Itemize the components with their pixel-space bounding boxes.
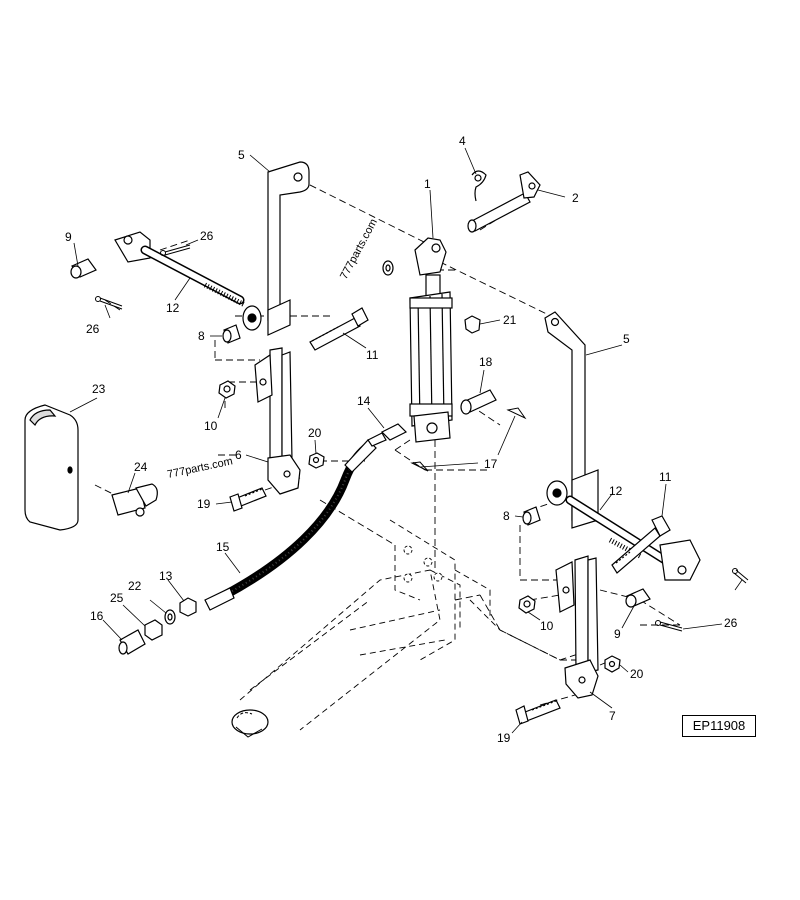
callouts: 1 2 4 5 5 6 7 8 8 9 9 10 10 11 11 12 12 … [65,134,738,745]
bracket-24 [111,483,158,517]
plug-21 [464,315,481,334]
callout-23: 23 [92,382,106,396]
callout-4: 4 [459,134,466,148]
leader-lines [69,147,743,734]
callout-19-right: 19 [497,731,511,745]
callout-13: 13 [159,569,173,583]
bolt-right [611,515,671,574]
cotter-pin-left-bottom [95,296,123,310]
callout-24: 24 [134,460,148,474]
callout-21: 21 [503,313,517,327]
nut-20-right [604,655,621,673]
callout-19-left: 19 [197,497,211,511]
pivot-pin [467,171,541,233]
callout-20-right: 20 [630,667,644,681]
lock-nut-left [218,380,236,399]
callout-20-left: 20 [308,426,322,440]
lower-link-left [254,347,301,495]
spring-clip [471,170,487,202]
callout-26-left-bottom: 26 [86,322,100,336]
bushing-right [522,506,541,526]
callout-15: 15 [216,540,230,554]
callout-10-right: 10 [540,619,554,633]
callout-25: 25 [110,591,124,605]
watermark-upper: 777parts.com [338,217,380,281]
cotter-pin-left-top [160,244,191,256]
callout-11-right: 11 [659,470,672,484]
turnbuckle-right [546,480,701,581]
callout-11-left: 11 [366,348,379,362]
callout-17: 17 [484,457,498,471]
lift-link-left [267,161,310,336]
callout-8-left: 8 [198,329,205,343]
callout-2: 2 [572,191,579,205]
callout-14: 14 [357,394,371,408]
o-ring-22 [164,609,176,625]
washer-cylinder [382,260,394,276]
callout-8-right: 8 [503,509,510,523]
clevis-pin-right [625,588,651,608]
cotter-pin-right-bottom [655,620,683,632]
adapter-16 [118,629,146,655]
callout-26-right: 26 [724,616,738,630]
hydraulic-hose [204,439,377,611]
callout-9-left: 9 [65,230,72,244]
callout-26-left-top: 26 [200,229,214,243]
callout-18: 18 [479,355,493,369]
callout-5-left: 5 [238,148,245,162]
callout-16: 16 [90,609,104,623]
frame-tube-end [231,709,269,738]
retaining-clip-17a [506,407,527,420]
callout-5-right: 5 [623,332,630,346]
turnbuckle-left [114,231,262,331]
callout-22: 22 [128,579,142,593]
lock-nut-right [518,595,536,614]
callout-10-left: 10 [204,419,218,433]
fitting-25 [144,619,163,641]
fitting-14 [367,423,408,447]
shield-guard [24,404,79,531]
callout-6: 6 [235,448,242,462]
clevis-pin-left [70,258,97,279]
fitting-13 [179,597,197,617]
callout-1: 1 [424,177,431,191]
hydraulic-cylinder [409,237,453,443]
bolt-19-left [229,487,267,512]
bolt-left [309,307,369,351]
tractor-frame [239,519,591,731]
bolt-19-right [515,699,561,725]
callout-12-right: 12 [609,484,623,498]
cylinder-pin [460,389,497,415]
nut-20-left [308,452,325,469]
cotter-pin-right-top [732,568,749,584]
watermark-lower: 777parts.com [166,455,234,481]
frame-bracket-holes [403,545,443,583]
callout-9-right: 9 [614,627,621,641]
callout-7: 7 [609,709,616,723]
bushing-left [222,324,241,344]
callout-12-left: 12 [166,301,180,315]
diagram-code-label: EP11908 [682,715,756,737]
lower-link-right [555,555,599,699]
